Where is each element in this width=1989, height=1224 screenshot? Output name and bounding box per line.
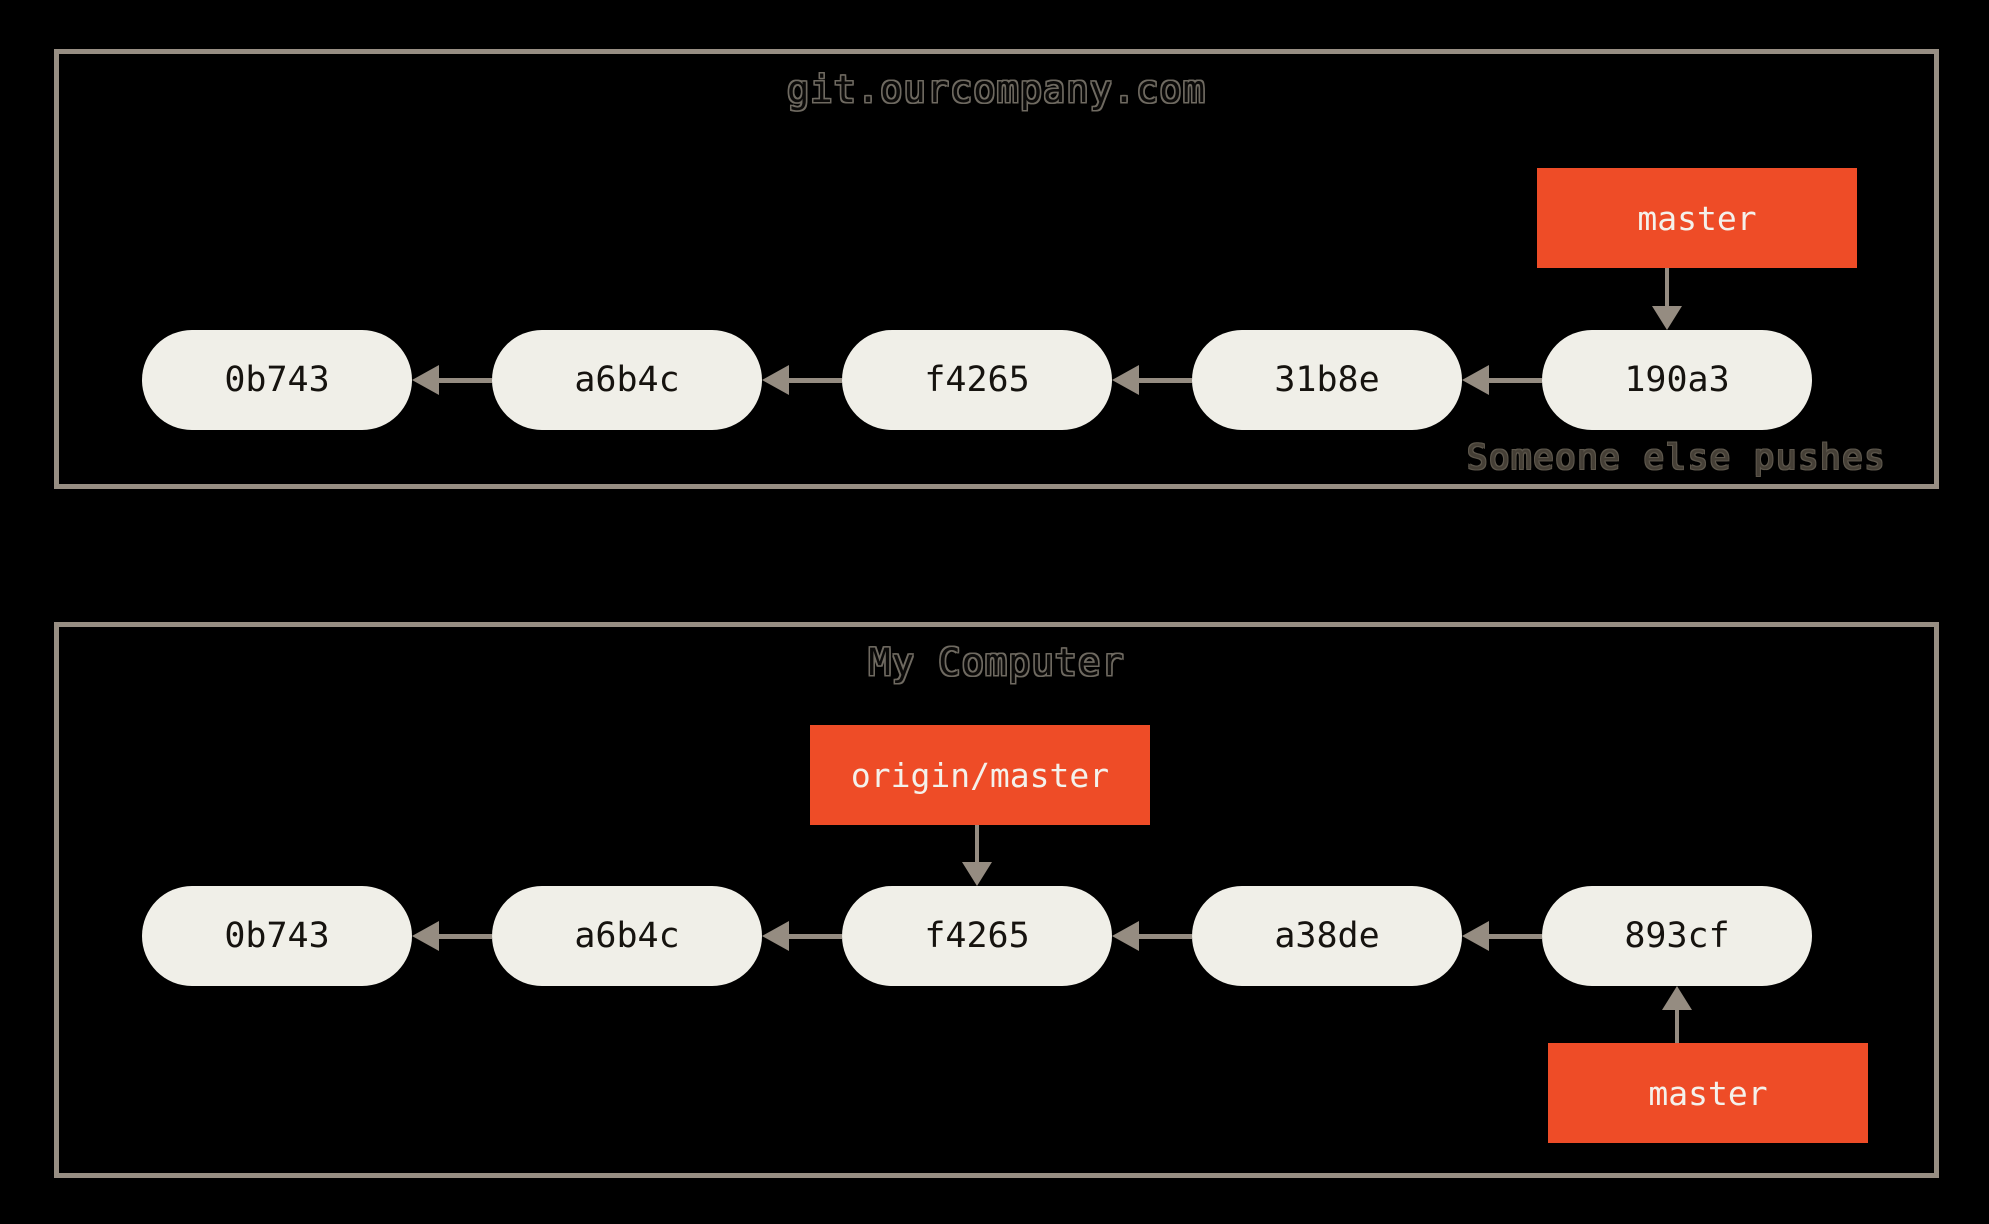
local-master-branch-text: master: [1648, 1073, 1768, 1113]
remote-panel-title: git.ourcompany.com: [787, 68, 1206, 111]
arrow-down-icon: [1652, 268, 1682, 330]
commit-node: 31b8e: [1192, 330, 1462, 430]
arrow-line: [1665, 268, 1669, 308]
origin-master-branch-label: origin/master: [810, 725, 1150, 825]
arrow-line: [432, 378, 492, 383]
arrow-left-icon: [762, 365, 842, 395]
arrow-left-icon: [412, 921, 492, 951]
commit-node: a6b4c: [492, 886, 762, 986]
arrow-left-icon: [1462, 365, 1542, 395]
arrow-line: [975, 825, 979, 864]
arrow-line: [782, 378, 842, 383]
commit-node: 190a3: [1542, 330, 1812, 430]
someone-else-pushes-annotation: Someone else pushes: [1466, 438, 1886, 478]
local-panel-title: My Computer: [868, 641, 1125, 684]
commit-node: 0b743: [142, 886, 412, 986]
arrow-left-icon: [1112, 921, 1192, 951]
commit-node: a38de: [1192, 886, 1462, 986]
remote-server-panel: git.ourcompany.com master 0b743 a6b4c f4…: [54, 49, 1939, 489]
local-master-branch-label: master: [1548, 1043, 1868, 1143]
arrow-line: [1675, 1008, 1679, 1043]
commit-node: a6b4c: [492, 330, 762, 430]
commit-node: 893cf: [1542, 886, 1812, 986]
remote-master-branch-text: master: [1637, 198, 1757, 238]
origin-master-branch-text: origin/master: [850, 755, 1110, 795]
arrow-left-icon: [762, 921, 842, 951]
arrow-left-icon: [412, 365, 492, 395]
arrow-head: [1662, 986, 1692, 1010]
arrow-left-icon: [1112, 365, 1192, 395]
commit-node: 0b743: [142, 330, 412, 430]
arrow-head: [1652, 306, 1682, 330]
arrow-line: [1482, 378, 1542, 383]
arrow-up-icon: [1662, 986, 1692, 1043]
arrow-line: [1482, 934, 1542, 939]
arrow-line: [1132, 378, 1192, 383]
arrow-head: [962, 862, 992, 886]
commit-node: f4265: [842, 330, 1112, 430]
remote-master-branch-label: master: [1537, 168, 1857, 268]
arrow-line: [432, 934, 492, 939]
arrow-down-icon: [962, 825, 992, 886]
arrow-line: [782, 934, 842, 939]
my-computer-panel: My Computer origin/master 0b743 a6b4c f4…: [54, 622, 1939, 1178]
commit-node: f4265: [842, 886, 1112, 986]
arrow-left-icon: [1462, 921, 1542, 951]
arrow-line: [1132, 934, 1192, 939]
